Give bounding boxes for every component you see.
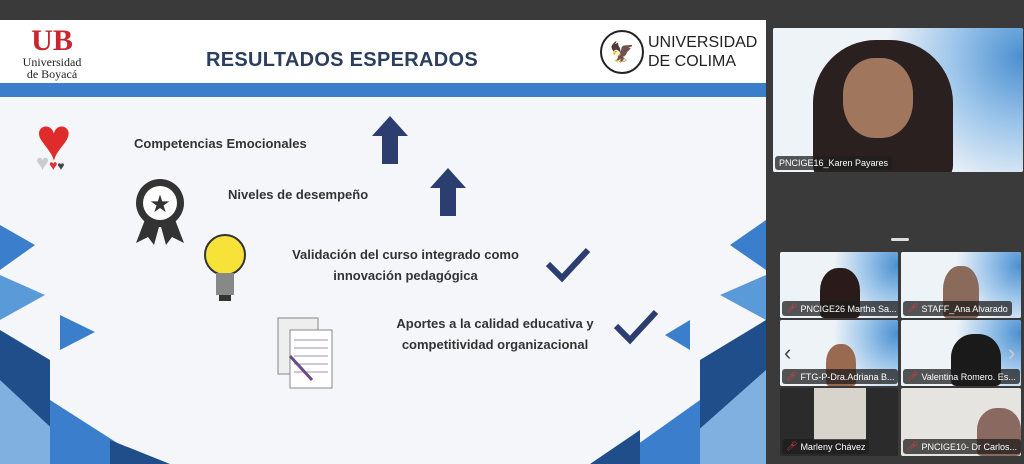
participant-name: FTG-P-Dra.Adriana B... — [800, 371, 895, 382]
participant-name-label: PNCIGE16_Karen Payares — [775, 156, 893, 170]
muted-mic-icon: 🎤︎ — [907, 371, 919, 381]
top-bar — [0, 0, 1024, 20]
participant-tile[interactable]: 🎤︎PNCIGE26 Martha Sa... — [780, 252, 898, 318]
universidad-colima-logo: 🦅 UNIVERSIDAD DE COLIMA — [600, 30, 757, 74]
check-icon — [545, 247, 591, 283]
participant-video — [843, 58, 913, 138]
medal-icon: ★ — [132, 177, 188, 245]
participant-tile[interactable]: 🎤︎Marleny Chávez — [780, 388, 898, 456]
result-item: Aportes a la calidad educativa y competi… — [396, 316, 594, 352]
arrow-up-icon — [372, 116, 408, 164]
heart-icon: ♥ — [36, 106, 72, 173]
participant-name-label: 🎤︎STAFF_Ana Alvarado — [903, 301, 1012, 316]
logo-text: Universidad — [22, 55, 82, 69]
seal-icon: 🦅 — [600, 30, 644, 74]
next-page-arrow-icon[interactable]: › — [1008, 340, 1016, 365]
result-item: Competencias Emocionales — [134, 136, 307, 151]
participant-tile[interactable]: 🎤︎FTG-P-Dra.Adriana B... — [780, 320, 898, 386]
participant-tile[interactable]: 🎤︎Valentina Romero. Es... — [901, 320, 1021, 386]
participant-name-label: 🎤︎FTG-P-Dra.Adriana B... — [782, 369, 898, 384]
universidad-boyaca-logo: UB Universidad de Boyacá — [12, 24, 92, 81]
small-hearts-icon: ♥♥♥ — [36, 150, 65, 175]
muted-mic-icon: 🎤︎ — [786, 441, 798, 451]
logo-text: UNIVERSIDAD — [648, 34, 758, 51]
document-icon — [276, 316, 336, 397]
result-item: Niveles de desempeño — [228, 187, 369, 202]
participant-name: PNCIGE26 Martha Sa... — [800, 303, 897, 314]
participant-name-label: 🎤︎PNCIGE10- Dr Carlos... — [903, 439, 1021, 454]
participant-name: Valentina Romero. Es... — [921, 371, 1016, 382]
svg-text:★: ★ — [149, 191, 171, 218]
lightbulb-icon — [200, 230, 250, 310]
participant-name-label: 🎤︎Valentina Romero. Es... — [903, 369, 1020, 384]
resize-handle[interactable] — [891, 238, 909, 241]
slide-title: RESULTADOS ESPERADOS — [206, 49, 478, 71]
participant-name-label: 🎤︎Marleny Chávez — [782, 439, 870, 454]
participant-name: PNCIGE16_Karen Payares — [779, 158, 889, 168]
participant-name: STAFF_Ana Alvarado — [921, 303, 1008, 314]
arrow-up-icon — [430, 168, 466, 216]
participant-name: PNCIGE10- Dr Carlos... — [921, 441, 1017, 452]
logo-mark: UB — [31, 24, 73, 57]
participant-name-label: 🎤︎PNCIGE26 Martha Sa... — [782, 301, 898, 316]
participant-video — [814, 388, 866, 440]
muted-mic-icon: 🎤︎ — [786, 371, 798, 381]
participant-name: Marleny Chávez — [800, 441, 866, 452]
logo-text: de Boyacá — [26, 67, 78, 81]
muted-mic-icon: 🎤︎ — [907, 303, 919, 313]
prev-page-arrow-icon[interactable]: ‹ — [784, 340, 792, 365]
result-item: Validación del curso integrado como inno… — [292, 247, 519, 283]
muted-mic-icon: 🎤︎ — [907, 441, 919, 451]
muted-mic-icon: 🎤︎ — [786, 303, 798, 313]
participant-tile[interactable]: 🎤︎STAFF_Ana Alvarado — [901, 252, 1021, 318]
logo-text: DE COLIMA — [648, 53, 737, 70]
speaker-video[interactable]: PNCIGE16_Karen Payares — [773, 28, 1023, 172]
check-icon — [613, 309, 659, 345]
shared-slide: UB Universidad de Boyacá RESULTADOS ESPE… — [0, 20, 766, 464]
decorative-triangles — [0, 220, 766, 464]
header-bar — [0, 83, 766, 97]
participant-tile[interactable]: 🎤︎PNCIGE10- Dr Carlos... — [901, 388, 1021, 456]
